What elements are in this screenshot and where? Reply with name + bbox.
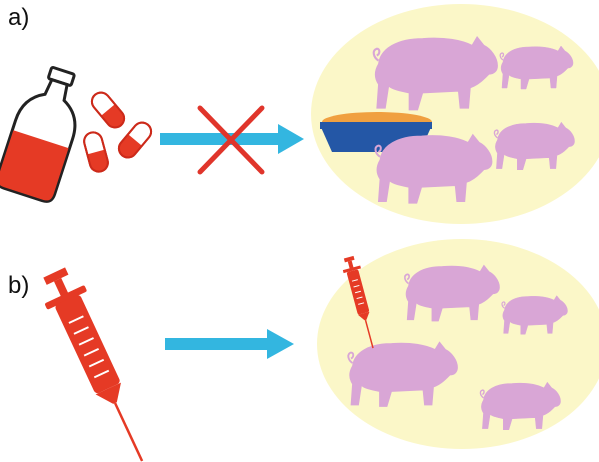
capsule-icon — [82, 130, 110, 173]
capsule-icon — [88, 89, 128, 131]
arrow-icon — [165, 329, 294, 359]
medicine-bottle-icon — [0, 61, 92, 203]
syringe-icon — [34, 263, 162, 462]
